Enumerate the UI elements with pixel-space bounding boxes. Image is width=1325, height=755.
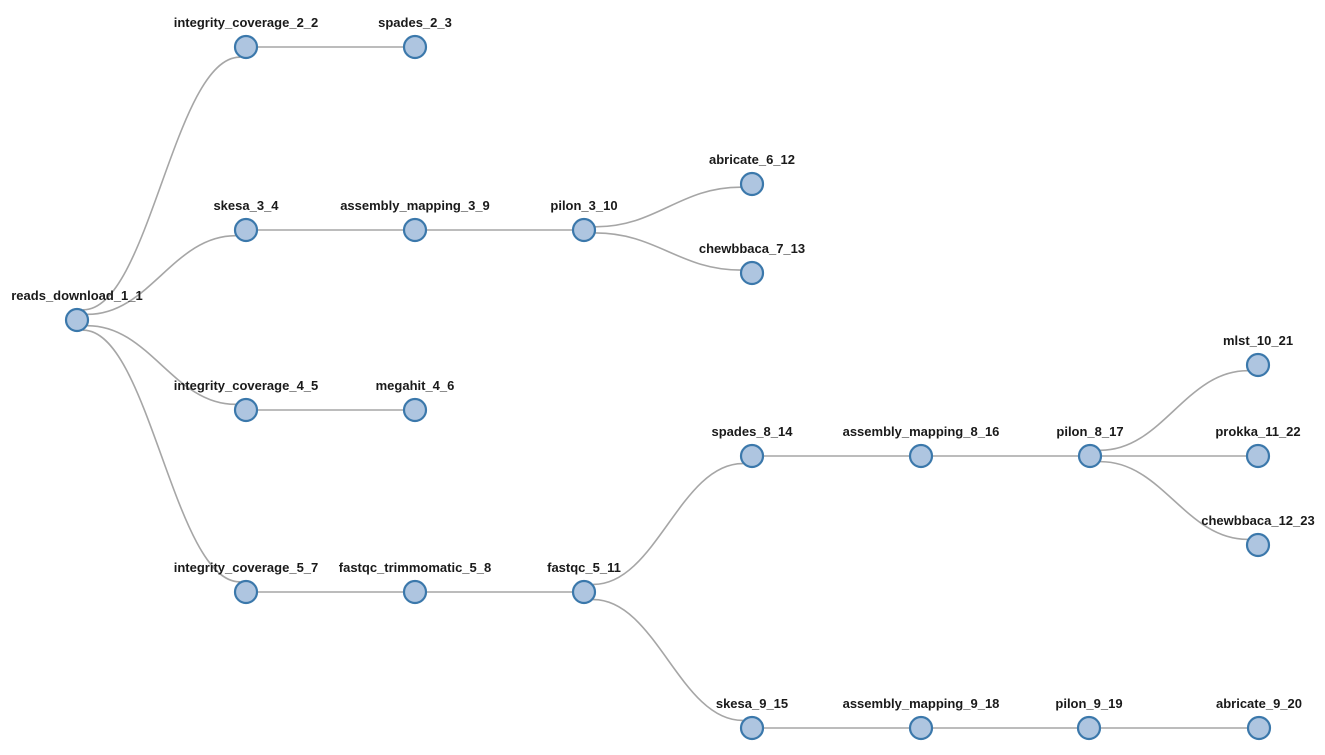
edge-fastqc_5_11-to-skesa_9_15 — [592, 598, 744, 722]
node-circle-chewbbaca_12_23[interactable] — [1245, 532, 1271, 558]
node-assembly_mapping_9_18[interactable]: assembly_mapping_9_18 — [843, 696, 1000, 741]
node-spades_2_3[interactable]: spades_2_3 — [378, 15, 452, 60]
edge-fastqc_5_11-to-spades_8_14 — [592, 462, 744, 586]
node-label-mlst_10_21: mlst_10_21 — [1223, 333, 1293, 348]
node-label-integrity_coverage_4_5: integrity_coverage_4_5 — [174, 378, 319, 393]
node-label-assembly_mapping_3_9: assembly_mapping_3_9 — [340, 198, 490, 213]
node-label-pilon_3_10: pilon_3_10 — [550, 198, 617, 213]
node-circle-abricate_6_12[interactable] — [739, 171, 765, 197]
node-label-megahit_4_6: megahit_4_6 — [376, 378, 455, 393]
node-circle-integrity_coverage_2_2[interactable] — [233, 34, 259, 60]
edge-pilon_8_17-to-chewbbaca_12_23 — [1099, 460, 1249, 541]
node-skesa_9_15[interactable]: skesa_9_15 — [716, 696, 788, 741]
edge-pilon_3_10-to-chewbbaca_7_13 — [594, 232, 742, 271]
node-integrity_coverage_5_7[interactable]: integrity_coverage_5_7 — [174, 560, 319, 605]
node-label-fastqc_5_11: fastqc_5_11 — [547, 560, 621, 575]
node-abricate_9_20[interactable]: abricate_9_20 — [1216, 696, 1302, 741]
nodes-layer: reads_download_1_1 integrity_coverage_2_2… — [11, 15, 1315, 741]
node-label-assembly_mapping_8_16: assembly_mapping_8_16 — [843, 424, 1000, 439]
node-circle-integrity_coverage_4_5[interactable] — [233, 397, 259, 423]
edge-pilon_3_10-to-abricate_6_12 — [594, 186, 742, 228]
node-circle-integrity_coverage_5_7[interactable] — [233, 579, 259, 605]
node-label-integrity_coverage_5_7: integrity_coverage_5_7 — [174, 560, 319, 575]
node-label-spades_8_14: spades_8_14 — [712, 424, 794, 439]
node-circle-mlst_10_21[interactable] — [1245, 352, 1271, 378]
node-chewbbaca_7_13[interactable]: chewbbaca_7_13 — [699, 241, 805, 286]
node-skesa_3_4[interactable]: skesa_3_4 — [213, 198, 279, 243]
node-fastqc_5_11[interactable]: fastqc_5_11 — [547, 560, 621, 605]
edge-reads_download_1_1-to-integrity_coverage_4_5 — [86, 324, 237, 406]
node-label-skesa_9_15: skesa_9_15 — [716, 696, 788, 711]
node-circle-skesa_3_4[interactable] — [233, 217, 259, 243]
edge-reads_download_1_1-to-integrity_coverage_2_2 — [82, 56, 241, 311]
node-label-abricate_6_12: abricate_6_12 — [709, 152, 795, 167]
node-label-pilon_8_17: pilon_8_17 — [1056, 424, 1123, 439]
node-circle-pilon_9_19[interactable] — [1076, 715, 1102, 741]
node-circle-reads_download_1_1[interactable] — [64, 307, 90, 333]
node-circle-assembly_mapping_8_16[interactable] — [908, 443, 934, 469]
node-assembly_mapping_3_9[interactable]: assembly_mapping_3_9 — [340, 198, 490, 243]
node-circle-assembly_mapping_9_18[interactable] — [908, 715, 934, 741]
node-chewbbaca_12_23[interactable]: chewbbaca_12_23 — [1201, 513, 1315, 558]
node-label-prokka_11_22: prokka_11_22 — [1215, 424, 1300, 439]
node-circle-megahit_4_6[interactable] — [402, 397, 428, 423]
node-label-abricate_9_20: abricate_9_20 — [1216, 696, 1302, 711]
edge-pilon_8_17-to-mlst_10_21 — [1099, 369, 1249, 452]
node-label-assembly_mapping_9_18: assembly_mapping_9_18 — [843, 696, 1000, 711]
node-integrity_coverage_2_2[interactable]: integrity_coverage_2_2 — [174, 15, 319, 60]
node-circle-fastqc_5_11[interactable] — [571, 579, 597, 605]
node-megahit_4_6[interactable]: megahit_4_6 — [376, 378, 455, 423]
node-label-reads_download_1_1: reads_download_1_1 — [11, 288, 143, 303]
node-label-fastqc_trimmomatic_5_8: fastqc_trimmomatic_5_8 — [339, 560, 491, 575]
node-assembly_mapping_8_16[interactable]: assembly_mapping_8_16 — [843, 424, 1000, 469]
node-reads_download_1_1[interactable]: reads_download_1_1 — [11, 288, 143, 333]
node-fastqc_trimmomatic_5_8[interactable]: fastqc_trimmomatic_5_8 — [339, 560, 491, 605]
node-label-pilon_9_19: pilon_9_19 — [1055, 696, 1122, 711]
node-circle-prokka_11_22[interactable] — [1245, 443, 1271, 469]
node-circle-spades_8_14[interactable] — [739, 443, 765, 469]
node-circle-skesa_9_15[interactable] — [739, 715, 765, 741]
node-circle-spades_2_3[interactable] — [402, 34, 428, 60]
node-circle-pilon_8_17[interactable] — [1077, 443, 1103, 469]
node-circle-pilon_3_10[interactable] — [571, 217, 597, 243]
edges-layer — [82, 46, 1249, 729]
node-integrity_coverage_4_5[interactable]: integrity_coverage_4_5 — [174, 378, 319, 423]
node-pilon_9_19[interactable]: pilon_9_19 — [1055, 696, 1123, 741]
node-mlst_10_21[interactable]: mlst_10_21 — [1223, 333, 1293, 378]
node-circle-abricate_9_20[interactable] — [1246, 715, 1272, 741]
node-prokka_11_22[interactable]: prokka_11_22 — [1215, 424, 1301, 469]
node-circle-assembly_mapping_3_9[interactable] — [402, 217, 428, 243]
node-label-skesa_3_4: skesa_3_4 — [213, 198, 279, 213]
node-label-integrity_coverage_2_2: integrity_coverage_2_2 — [174, 15, 319, 30]
node-label-chewbbaca_12_23: chewbbaca_12_23 — [1201, 513, 1314, 528]
node-circle-fastqc_trimmomatic_5_8[interactable] — [402, 579, 428, 605]
node-abricate_6_12[interactable]: abricate_6_12 — [709, 152, 795, 197]
edge-reads_download_1_1-to-integrity_coverage_5_7 — [82, 329, 241, 583]
node-spades_8_14[interactable]: spades_8_14 — [712, 424, 794, 469]
node-circle-chewbbaca_7_13[interactable] — [739, 260, 765, 286]
node-pilon_3_10[interactable]: pilon_3_10 — [550, 198, 618, 243]
node-pilon_8_17[interactable]: pilon_8_17 — [1056, 424, 1124, 469]
node-label-chewbbaca_7_13: chewbbaca_7_13 — [699, 241, 805, 256]
node-label-spades_2_3: spades_2_3 — [378, 15, 452, 30]
edge-reads_download_1_1-to-skesa_3_4 — [86, 234, 237, 316]
